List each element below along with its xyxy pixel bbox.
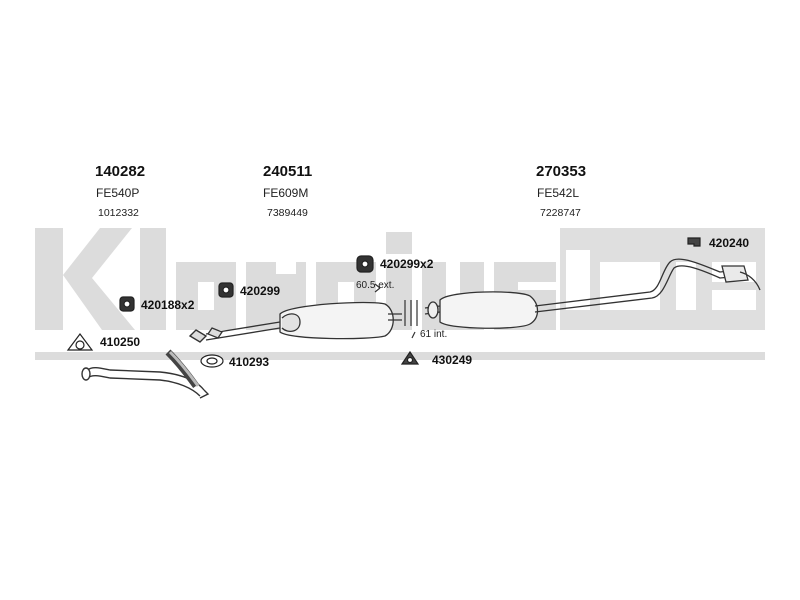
part-ref-fe542l: FE542L: [537, 186, 580, 200]
accessory-420299x2: 420299x2: [380, 257, 434, 271]
oem-number-1012332: 1012332: [98, 207, 139, 219]
accessory-410293: 410293: [229, 355, 270, 369]
oem-number-7228747: 7228747: [540, 207, 581, 219]
part-code-270353: 270353: [536, 163, 587, 180]
part-code-240511: 240511: [263, 163, 313, 180]
accessory-420188x2: 420188x2: [141, 298, 195, 312]
rubber-mount-icon: [356, 255, 374, 273]
oem-number-7389449: 7389449: [267, 207, 308, 219]
part-ref-fe609m: FE609M: [263, 186, 309, 200]
accessory-420240: 420240: [709, 236, 750, 250]
front-pipe-140282: [81, 329, 210, 399]
joint-clamp-marks: [374, 283, 418, 339]
part-code-140282: 140282: [95, 163, 146, 180]
accessory-symbols: [66, 237, 701, 368]
accessory-420299: 420299: [240, 284, 281, 298]
pipe-size-ext-note: 60.5 ext.: [356, 280, 395, 291]
klarius-watermark-logo: [35, 228, 765, 360]
accessory-430249: 430249: [432, 353, 473, 367]
flange-gasket-icon: [200, 354, 224, 368]
middle-silencer-240511: [205, 301, 402, 341]
pipe-size-int-note: 61 int.: [420, 329, 448, 340]
gasket-icon: [66, 333, 94, 351]
rubber-mount-icon: [218, 282, 234, 298]
rear-silencer-270353: [424, 258, 761, 329]
accessory-410250: 410250: [100, 335, 141, 349]
bracket-icon: [687, 237, 701, 247]
hanger-icon: [400, 350, 420, 365]
rubber-mount-icon: [119, 296, 135, 312]
part-ref-fe540p: FE540P: [96, 186, 140, 200]
